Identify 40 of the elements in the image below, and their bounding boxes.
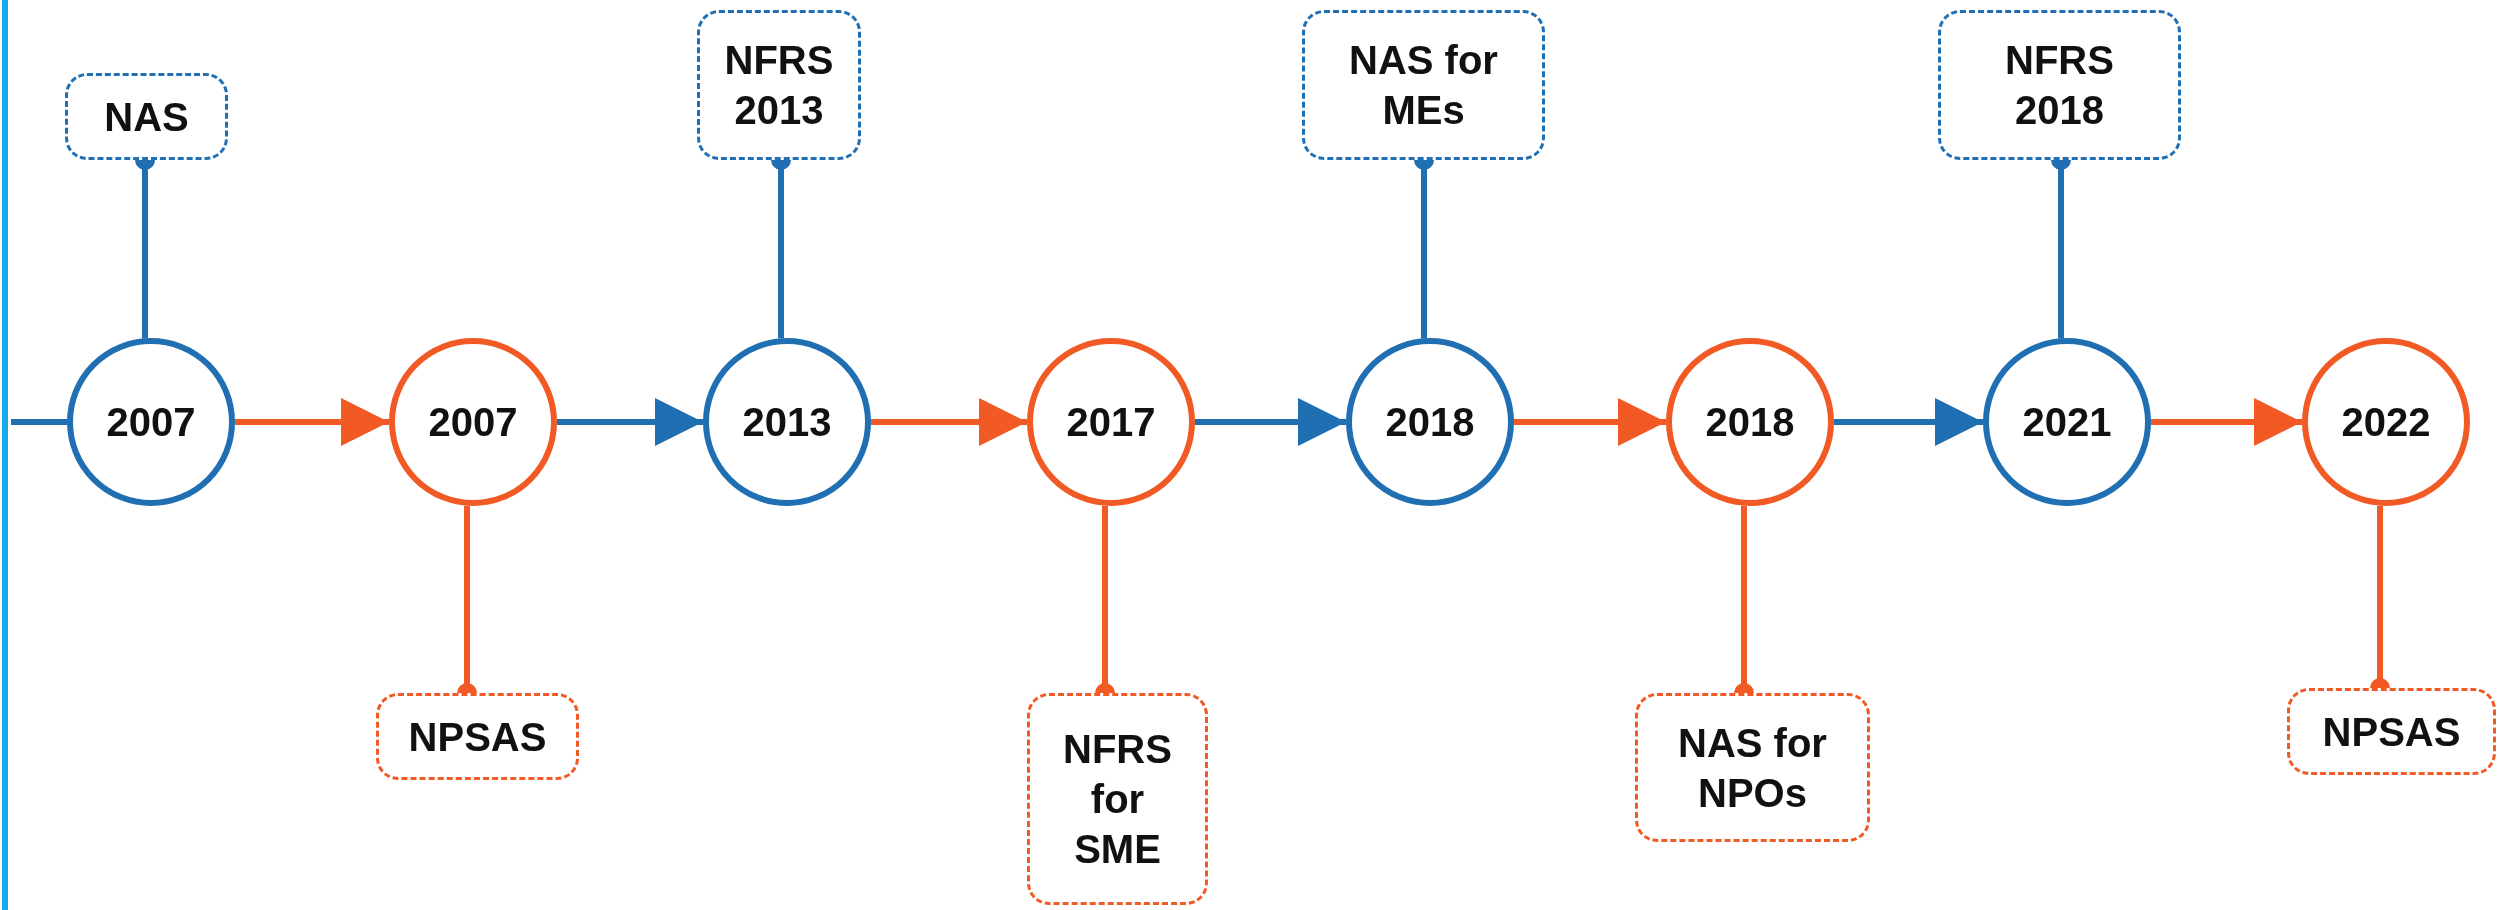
year-circle: [1346, 338, 1514, 506]
year-circle: [1666, 338, 1834, 506]
year-label: 2021: [2022, 399, 2112, 446]
arrow: [557, 398, 703, 446]
label-box: [1635, 693, 1870, 842]
year-label: 2022: [2341, 399, 2431, 446]
year-circle: [1983, 338, 2151, 506]
year-label: 2018: [1385, 399, 1475, 446]
arrow: [1514, 398, 1666, 446]
year-circle: [703, 338, 871, 506]
standard-label: NAS for MEs: [1348, 37, 1499, 134]
arrow: [1834, 398, 1983, 446]
label-box: [2287, 688, 2496, 775]
standard-label: NFRS 2018: [2004, 37, 2115, 134]
year-label: 2018: [1705, 399, 1795, 446]
label-box: [65, 73, 228, 160]
arrow: [871, 398, 1027, 446]
arrow: [2151, 398, 2302, 446]
year-circle: [2302, 338, 2470, 506]
year-circle: [67, 338, 235, 506]
year-label: 2007: [428, 399, 518, 446]
year-label: 2013: [742, 399, 832, 446]
arrow: [1195, 398, 1346, 446]
year-label: 2007: [106, 399, 196, 446]
year-circle: [389, 338, 557, 506]
arrow: [235, 398, 389, 446]
standard-label: NPSAS: [2322, 708, 2461, 756]
connector-line: [11, 419, 67, 425]
year-label: 2017: [1066, 399, 1156, 446]
standard-label: NFRS 2013: [723, 37, 835, 134]
standard-label: NFRS for SME: [1062, 726, 1173, 873]
year-circle: [1027, 338, 1195, 506]
label-box: [697, 10, 861, 160]
label-box: [1938, 10, 2181, 160]
label-box: [1027, 693, 1208, 905]
standard-label: NPSAS: [408, 713, 547, 761]
label-box: [1302, 10, 1545, 160]
standard-label: NAS for NPOs: [1677, 719, 1828, 817]
label-box: [376, 693, 579, 780]
standard-label: NAS: [104, 93, 189, 141]
